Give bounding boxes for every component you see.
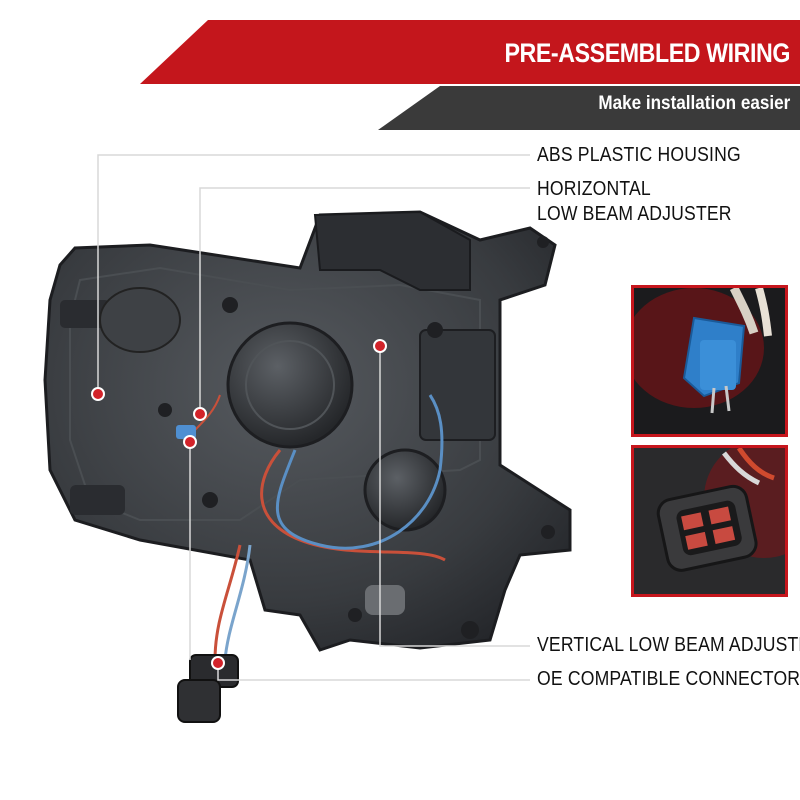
leader-connectors bbox=[217, 662, 530, 681]
screw bbox=[541, 525, 555, 539]
marker-horizontal-adjuster bbox=[193, 407, 207, 421]
left-tab-bottom bbox=[70, 485, 125, 515]
callout-abs-housing: ABS PLASTIC HOUSING bbox=[537, 144, 741, 166]
callout-horizontal: HORIZONTAL bbox=[537, 178, 651, 200]
top-bracket bbox=[313, 210, 471, 291]
bulb-cap-inner bbox=[245, 340, 335, 430]
inset-connector-image bbox=[634, 448, 785, 594]
callout-lines bbox=[97, 154, 530, 681]
secondary-cap bbox=[363, 448, 447, 532]
banner-title: PRE-ASSEMBLED WIRING bbox=[504, 38, 790, 68]
bulb-pin bbox=[710, 387, 716, 414]
wire-braid bbox=[729, 288, 759, 335]
wire-harness bbox=[213, 544, 242, 661]
wire-braid bbox=[755, 288, 772, 337]
leader-vertical-adjuster bbox=[379, 345, 530, 647]
wire-short bbox=[194, 394, 221, 431]
connector-body bbox=[656, 484, 758, 572]
bottom-adjuster bbox=[365, 585, 405, 615]
screw bbox=[222, 297, 238, 313]
callout-markers bbox=[91, 339, 387, 670]
screw bbox=[158, 403, 172, 417]
marker-vertical-adjuster bbox=[373, 339, 387, 353]
marker-connectors bbox=[211, 656, 225, 670]
screw bbox=[537, 236, 549, 248]
screw bbox=[427, 322, 443, 338]
wire-blue bbox=[275, 394, 444, 550]
socket-base bbox=[700, 340, 736, 390]
side-module bbox=[419, 329, 496, 441]
screw bbox=[348, 608, 362, 622]
wire-harness-blue bbox=[223, 544, 252, 661]
harness-connector bbox=[177, 654, 239, 723]
connector-wires bbox=[722, 451, 761, 486]
marker-clip bbox=[183, 435, 197, 449]
callout-vertical-adjuster: VERTICAL LOW BEAM ADJUSTER bbox=[537, 634, 800, 656]
connector-wires bbox=[736, 448, 775, 481]
leader-horizontal-adjuster bbox=[199, 187, 530, 412]
screw bbox=[202, 492, 218, 508]
bulb-pin bbox=[724, 385, 731, 412]
inset-bulb-image bbox=[634, 288, 785, 434]
screw bbox=[461, 621, 479, 639]
banner-subtitle: Make installation easier bbox=[598, 93, 790, 114]
wire-red bbox=[260, 449, 446, 562]
leader-abs-housing bbox=[97, 154, 530, 392]
cylinder-part bbox=[99, 287, 181, 353]
callout-low-beam-adjuster: LOW BEAM ADJUSTER bbox=[537, 203, 732, 225]
inset-connector bbox=[631, 445, 788, 597]
inset-bulb bbox=[631, 285, 788, 437]
callout-connectors: OE COMPATIBLE CONNECTORS bbox=[537, 668, 800, 690]
marker-abs-housing bbox=[91, 387, 105, 401]
